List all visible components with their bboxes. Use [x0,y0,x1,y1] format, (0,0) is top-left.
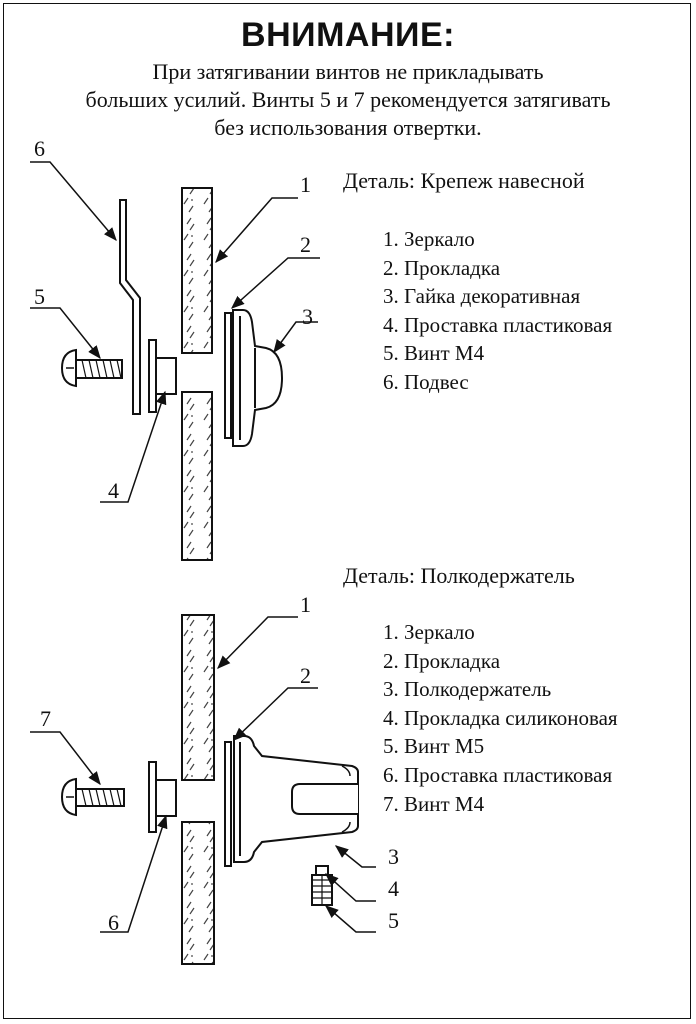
screw-m4-part [60,777,125,817]
callout-number: 3 [388,844,399,869]
diagram-shelf-holder [30,614,376,965]
callout-lines [30,161,320,503]
screw-m4-part [60,348,123,388]
warning-heading: ВНИМАНИЕ: [241,16,455,54]
legend-item: 1. Зеркало [383,227,475,251]
callout-number: 6 [34,136,45,161]
callout-number: 5 [34,284,45,309]
callout-number: 4 [108,478,119,503]
callout-number: 1 [300,172,311,197]
diagram-hanging-mount [30,161,320,561]
callout-number: 5 [388,908,399,933]
section-title-shelf-holder: Деталь: Полкодержатель [343,563,575,588]
callout-numbers-hanging-mount: 1 2 3 4 5 6 [34,136,313,503]
callout-number: 4 [388,876,399,901]
legend-item: 5. Винт М4 [383,341,485,366]
warning-line: без использования отвертки. [214,115,482,140]
section-title-hanging-mount: Деталь: Крепеж навесной [343,168,585,193]
plastic-spacer-part [148,761,177,833]
legend-item: 2. Прокладка [383,648,501,673]
legend-item: 2. Прокладка [383,255,501,280]
decorative-nut-part [232,309,284,447]
legend-item: 4. Прокладка силиконовая [383,705,618,730]
legend-shelf-holder: 1. Зеркало 2. Прокладка 3. Полкодержател… [383,618,618,818]
callout-number: 3 [302,304,313,329]
mirror-part [181,614,215,965]
shelf-holder-part [233,735,359,863]
legend-item: 6. Подвес [383,369,469,394]
legend-item: 4. Проставка пластиковая [383,312,613,337]
legend-item: 5. Винт М5 [383,734,485,759]
legend-item: 6. Проставка пластиковая [383,762,613,787]
warning-line: больших усилий. Винты 5 и 7 рекомендуетс… [85,87,611,112]
callout-lines [30,616,376,933]
legend-item: 3. Гайка декоративная [383,284,581,309]
legend-item: 1. Зеркало [383,620,475,644]
callout-number: 2 [300,232,311,257]
screw-m5-part [311,865,333,906]
legend-hanging-mount: 1. Зеркало 2. Прокладка 3. Гайка декорат… [383,225,612,397]
page-border [3,3,691,1019]
gasket-part [224,312,232,439]
callout-number: 6 [108,910,119,935]
callout-numbers-shelf-holder: 1 2 3 4 5 6 7 [40,592,399,935]
mirror-part [181,187,213,561]
callout-number: 1 [300,592,311,617]
warning-line: При затягивании винтов не прикладывать [152,59,544,84]
callout-number: 2 [300,663,311,688]
gasket-part [224,741,232,867]
warning-text: При затягивании винтов не прикладывать б… [0,58,696,142]
callout-number: 7 [40,706,51,731]
legend-item: 3. Полкодержатель [383,677,552,702]
hanging-bracket-part [119,199,141,415]
legend-item: 7. Винт М4 [383,791,485,816]
